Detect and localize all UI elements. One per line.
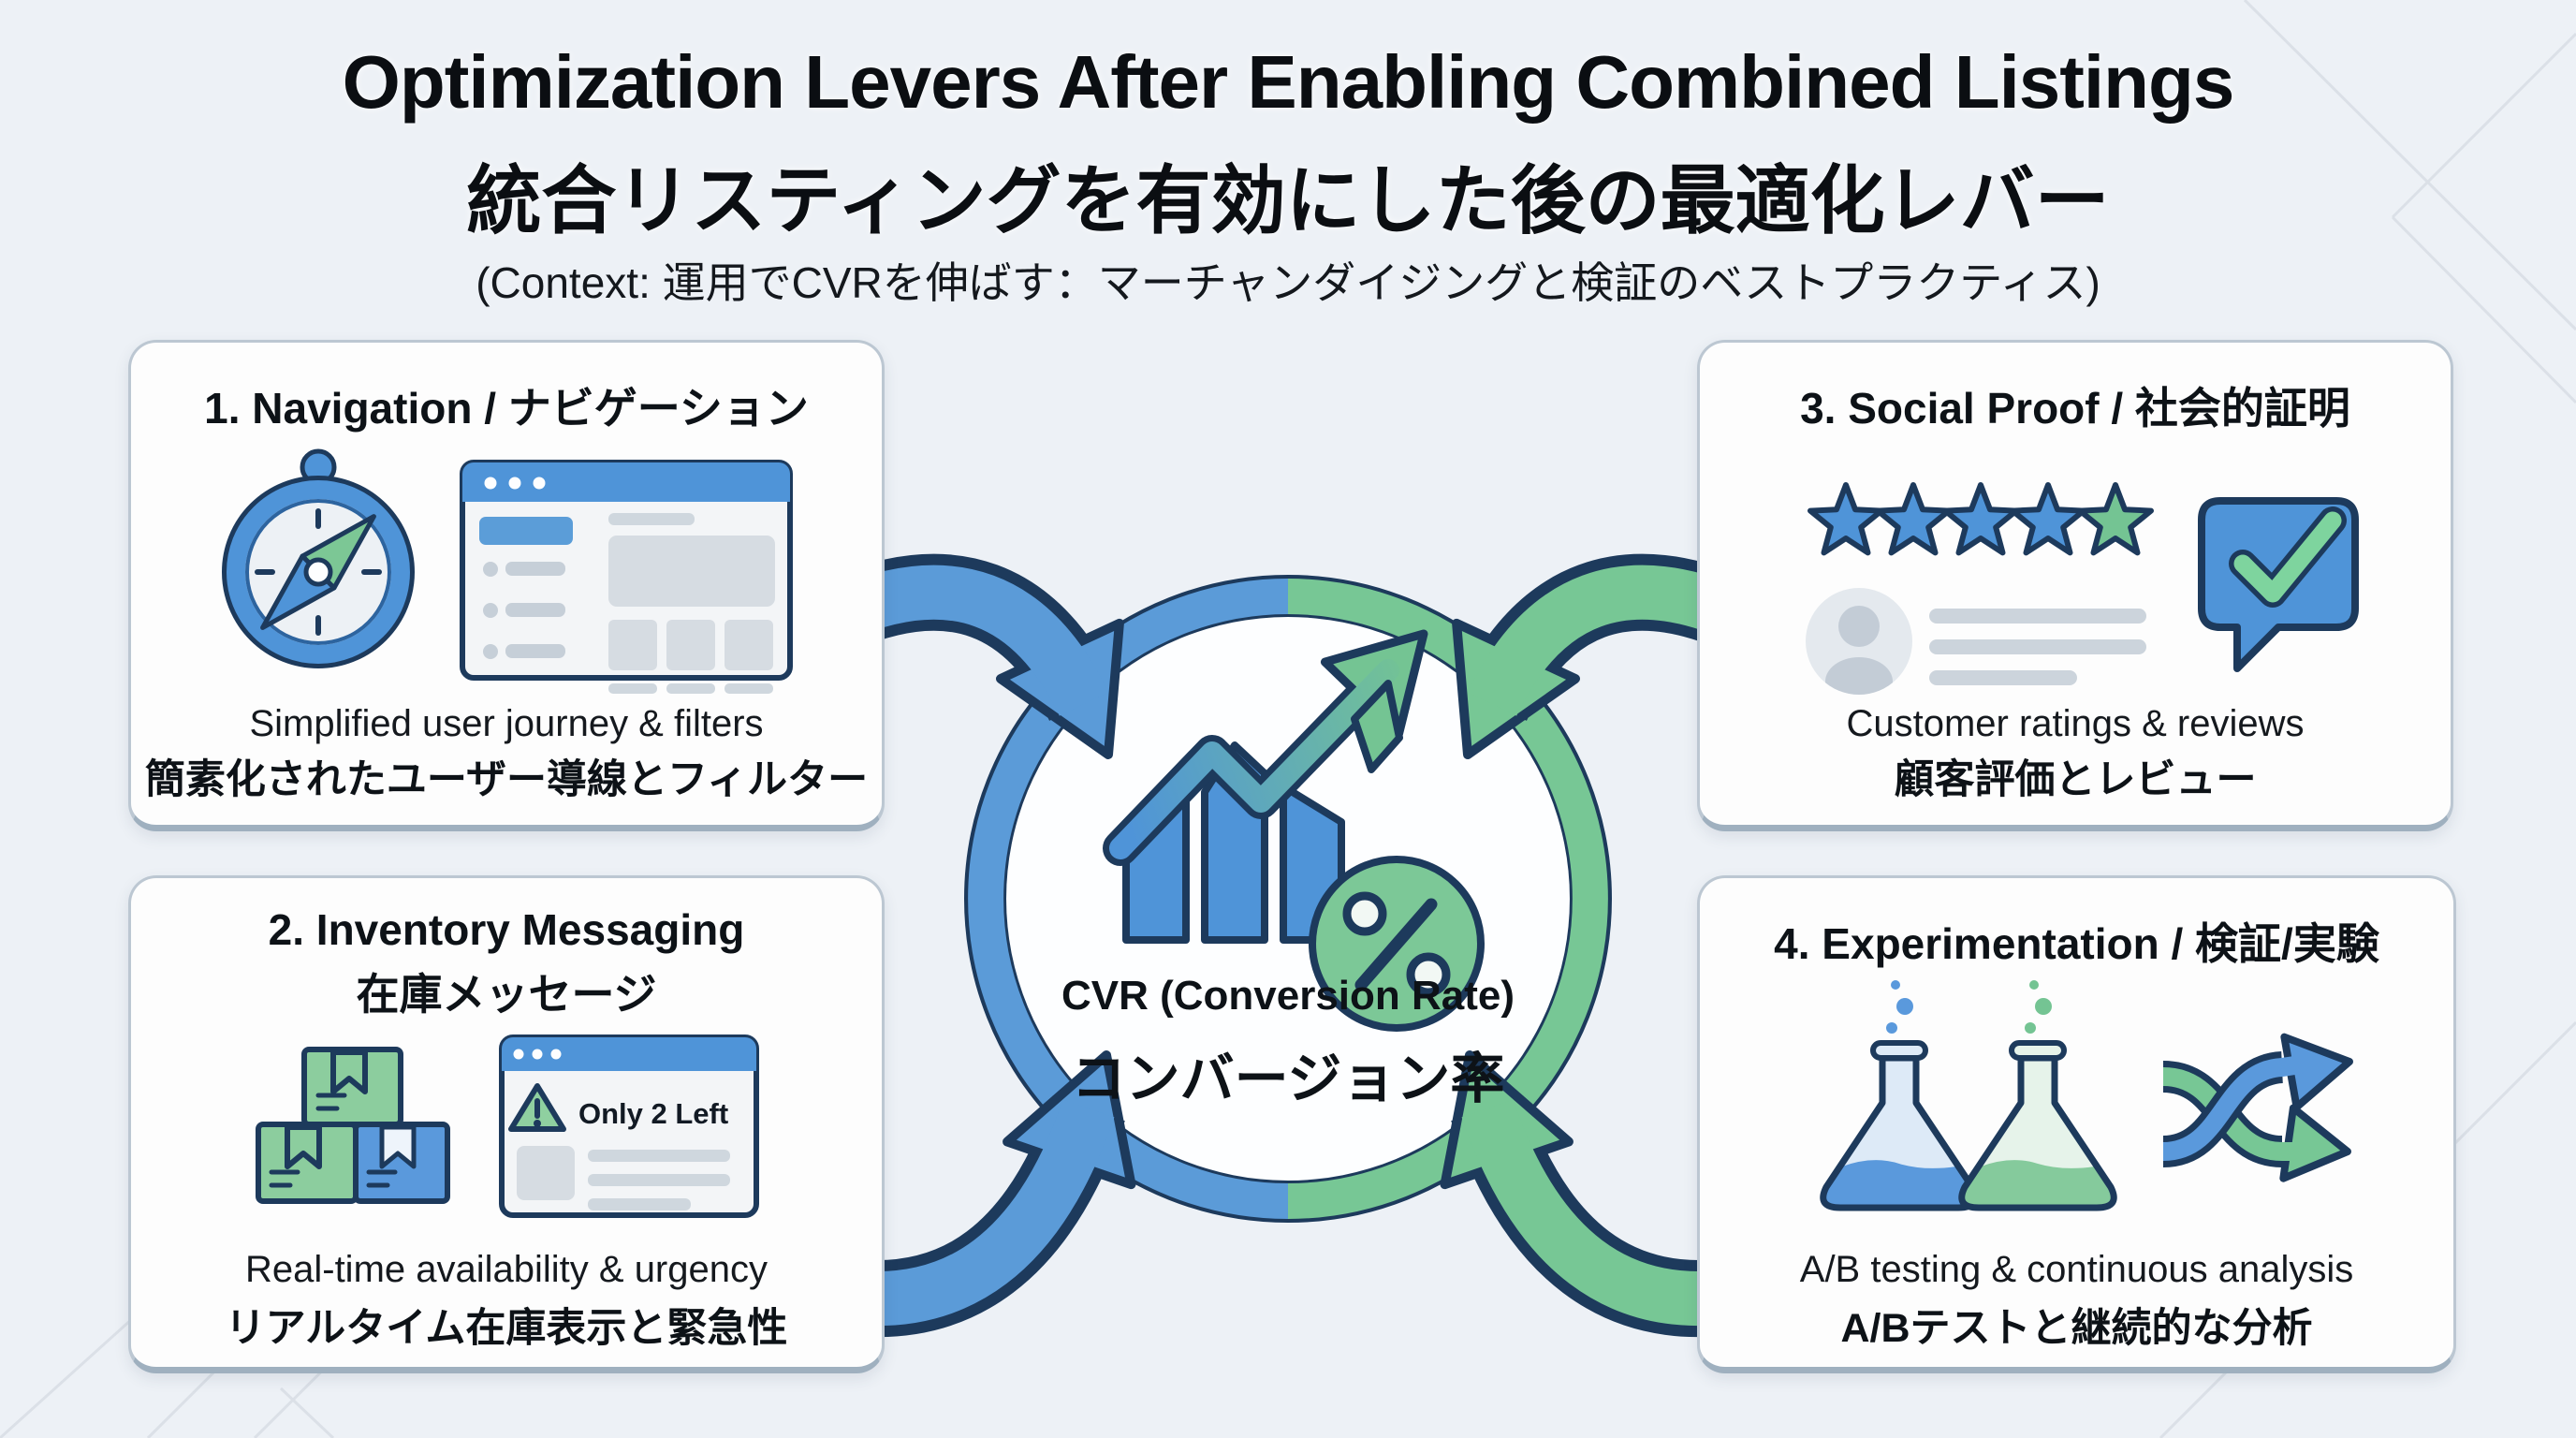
inventory-boxes-icon	[256, 1047, 450, 1204]
checkmark-icon	[2229, 506, 2347, 608]
compass-icon	[222, 448, 415, 668]
reviewer-avatar-icon	[1806, 588, 1912, 695]
card-inventory-heading-ja: 在庫メッセージ	[356, 970, 657, 1019]
card-inventory-heading: 2. Inventory Messaging	[268, 905, 745, 954]
card-experimentation-heading: 4. Experimentation / 検証/実験	[1774, 919, 2379, 968]
page-title: Optimization Levers After Enabling Combi…	[342, 40, 2235, 124]
card-experimentation-desc-ja: A/Bテストと継続的な分析	[1840, 1306, 2313, 1351]
shuffle-arrows-icon	[2161, 1033, 2353, 1182]
star-rating-icon	[1810, 485, 2151, 552]
stock-alert-window-icon: Only 2 Left	[499, 1034, 759, 1218]
card-social-proof-heading: 3. Social Proof / 社会的証明	[1800, 384, 2350, 433]
context-subtitle: (Context: 運用でCVRを伸ばす：マーチャンダイジングと検証のベストプラ…	[476, 258, 2100, 307]
card-experimentation-desc-en: A/B testing & continuous analysis	[1799, 1249, 2354, 1290]
card-navigation-desc-ja: 簡素化されたユーザー導線とフィルター	[144, 757, 869, 802]
card-navigation: 1. Navigation / ナビゲーション	[128, 340, 885, 831]
center-label-en: CVR (Conversion Rate)	[1061, 973, 1515, 1019]
card-experimentation: 4. Experimentation / 検証/実験	[1697, 875, 2456, 1373]
card-inventory-desc-ja: リアルタイム在庫表示と緊急性	[225, 1306, 788, 1351]
card-navigation-heading: 1. Navigation / ナビゲーション	[204, 384, 809, 433]
center-label-ja: コンバージョン率	[1072, 1049, 1505, 1109]
stock-badge: Only 2 Left	[578, 1097, 728, 1130]
card-social-proof: 3. Social Proof / 社会的証明	[1697, 340, 2453, 831]
card-navigation-desc-en: Simplified user journey & filters	[249, 703, 764, 744]
arrow-from-experimentation	[1440, 1050, 1742, 1338]
verified-review-bubble-icon	[2198, 497, 2359, 672]
card-inventory-desc-en: Real-time availability & urgency	[244, 1249, 768, 1290]
flask-green-icon	[1958, 980, 2117, 1211]
flask-blue-icon	[1820, 980, 1979, 1211]
card-inventory-messaging: 2. Inventory Messaging 在庫メッセージ	[128, 875, 885, 1373]
arrow-from-social-proof	[1452, 553, 1751, 759]
warning-triangle-icon	[508, 1083, 566, 1132]
card-social-proof-desc-ja: 顧客評価とレビュー	[1894, 757, 2257, 802]
review-text-lines	[1929, 609, 2146, 685]
page-title-japanese: 統合リスティングを有効にした後の最適化レバー	[466, 159, 2110, 242]
growth-chart-percent-icon	[1103, 629, 1485, 1032]
arrow-from-inventory	[834, 1050, 1136, 1338]
card-social-proof-desc-en: Customer ratings & reviews	[1846, 703, 2305, 744]
browser-window-icon	[460, 460, 793, 694]
